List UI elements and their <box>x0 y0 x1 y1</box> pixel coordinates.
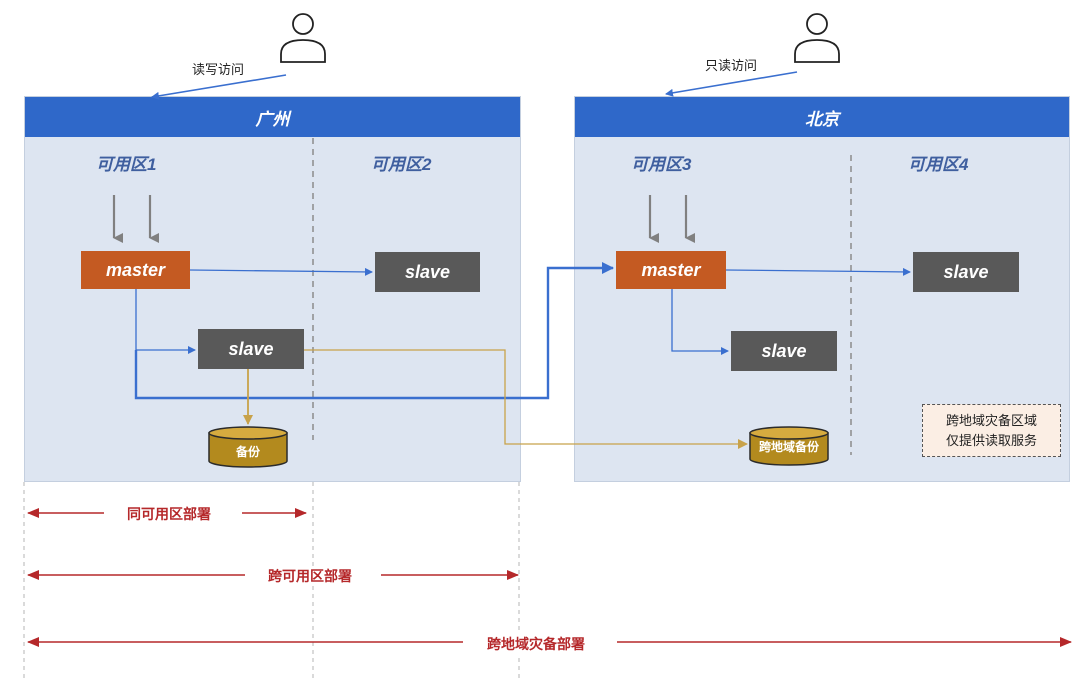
master-node-beijing: master <box>616 251 726 289</box>
slave-node-beijing-zone3: slave <box>731 331 837 371</box>
note-line: 仅提供读取服务 <box>945 433 1037 448</box>
scope-label-cross-region: 跨地域灾备部署 <box>481 634 591 654</box>
master-node-guangzhou: master <box>81 251 190 289</box>
zone-label-2: 可用区2 <box>371 155 432 174</box>
local-backup-label: 备份 <box>235 445 260 459</box>
replication-arrow <box>189 267 373 276</box>
slave-node-guangzhou-zone1: slave <box>198 329 304 369</box>
note-line: 跨地域灾备区域 <box>945 413 1037 428</box>
backup-drum-icon-top <box>208 426 288 440</box>
read-write-access-label: 读写访问 <box>192 62 245 77</box>
cross-region-backup-label: 跨地域备份 <box>758 440 819 454</box>
zone-label-3: 可用区3 <box>631 155 692 174</box>
slave-node-guangzhou-zone2: slave <box>375 252 480 292</box>
cross-region-backup-drum-icon-body <box>749 432 829 466</box>
zone-label-4: 可用区4 <box>908 155 969 174</box>
user-icon-head <box>806 13 828 35</box>
region-title: 北京 <box>575 97 1069 137</box>
replication-arrow <box>671 289 729 355</box>
scope-label-cross-zone: 跨可用区部署 <box>262 566 358 586</box>
cross-region-backup-arrow <box>304 349 748 449</box>
disaster-recovery-note: 跨地域灾备区域 仅提供读取服务 <box>922 404 1061 457</box>
region-title: 广州 <box>25 97 520 137</box>
scope-label-same-zone: 同可用区部署 <box>121 504 217 524</box>
replication-arrow <box>135 289 196 354</box>
cross-region-backup-drum-icon-top <box>749 426 829 440</box>
backup-drum-icon-body <box>208 432 288 468</box>
slave-node-beijing-zone4: slave <box>913 252 1019 292</box>
user-icon-body <box>280 39 326 63</box>
user-icon-body <box>794 39 840 63</box>
zone-label-1: 可用区1 <box>96 155 157 174</box>
user-icon-head <box>292 13 314 35</box>
cross-region-replication-arrow <box>134 262 614 400</box>
replication-arrow <box>725 267 911 276</box>
read-only-access-arrow <box>665 71 798 97</box>
read-write-access-arrow <box>151 74 287 100</box>
read-only-access-label: 只读访问 <box>705 58 758 73</box>
